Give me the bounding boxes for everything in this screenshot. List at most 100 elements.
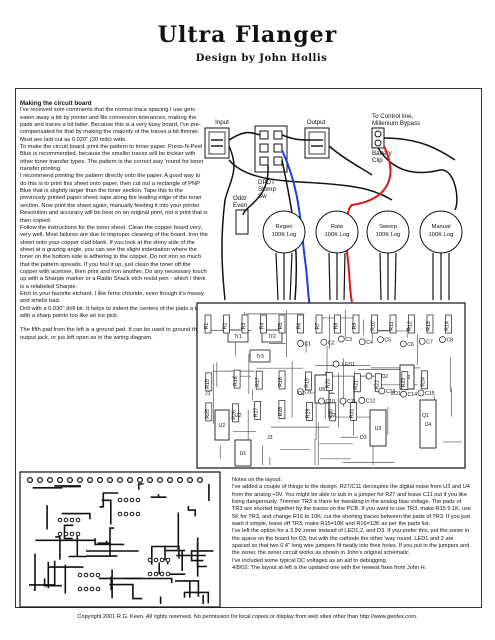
capacitor-label: C6 — [407, 342, 414, 348]
resistor — [254, 401, 262, 420]
resistor-label: R2 — [223, 323, 229, 330]
resistor — [278, 314, 286, 334]
capacitor — [296, 388, 304, 396]
pcb-trace — [190, 550, 214, 562]
transistor-label: Tr3 — [256, 354, 264, 360]
resistor-label: R5 — [278, 323, 284, 330]
capacitor-label: C5 — [384, 338, 391, 344]
resistor — [205, 372, 213, 392]
pot-leads — [275, 252, 450, 301]
pcb-pad — [117, 511, 123, 517]
pcb-pad — [57, 531, 63, 537]
pcb-pad — [46, 477, 53, 484]
misc-component-label: J3 — [267, 435, 273, 441]
pcb-trace — [183, 591, 210, 604]
pot-name: Sweep — [379, 224, 397, 230]
misc-component-label: J2 — [236, 413, 242, 419]
control-line-label: To Control line, — [372, 113, 414, 120]
input-label: Input — [215, 119, 229, 126]
instructions-paragraph: The fifth pad from the left is a ground … — [20, 327, 200, 341]
output-label: Output — [307, 119, 326, 126]
pot-value: 100K Log — [376, 232, 401, 238]
capacitor — [358, 397, 366, 404]
pcb-trace — [109, 527, 115, 557]
battery-label: Clip — [372, 157, 383, 164]
resistor — [241, 314, 249, 334]
resistor — [306, 402, 313, 421]
pcb-pad — [147, 557, 153, 563]
resistor — [260, 314, 267, 334]
page-title: Ultra Flanger — [157, 22, 338, 48]
resistor-label: R9 — [352, 323, 358, 330]
resistor-label: R21 — [353, 380, 359, 390]
pcb-pad — [153, 571, 159, 577]
transistor-label: Tr2 — [268, 334, 276, 340]
pcb-pad — [117, 497, 123, 503]
resistor — [278, 400, 286, 419]
capacitor-label: C7 — [426, 339, 433, 345]
pcb-pad — [36, 477, 43, 484]
pcb-traces — [27, 477, 214, 604]
capacitor-label: C1 — [305, 342, 312, 348]
resistor-label: R27 — [254, 408, 260, 418]
pcb-pad — [165, 557, 171, 563]
resistor-label: R25 — [205, 409, 211, 419]
resistor — [426, 314, 434, 334]
capacitor-label: C10 — [326, 399, 336, 405]
pcb-pad — [75, 531, 81, 537]
resistor — [350, 401, 358, 421]
pcb-pad — [86, 477, 93, 484]
resistor — [352, 314, 360, 334]
pcb-trace — [150, 494, 167, 498]
content-frame — [15, 88, 482, 608]
notes-heading: Notes on the layout: — [232, 477, 282, 483]
instructions-column: Making the circuit board I've received s… — [20, 100, 208, 342]
instructions-paragraph: I've received som comments that the norm… — [20, 107, 201, 143]
pcb-pad — [27, 477, 34, 484]
instructions-paragraph: Etch in your favorite etchant. I like fe… — [20, 290, 204, 305]
ic-chip — [369, 409, 387, 447]
board-parts: U1U2U3U4U5U6Tr1Tr2Tr3LED1LED2R1R2R3R4R5R… — [204, 314, 453, 467]
pcb-trace — [29, 560, 56, 586]
resistor-label: R17 — [255, 377, 261, 387]
bypass-label: Millenium Bypass — [372, 120, 420, 127]
pcb-pad — [83, 572, 89, 578]
misc-component-label: D3 — [360, 435, 367, 441]
capacitor-label: C3 — [345, 337, 352, 343]
pcb-trace — [175, 580, 200, 597]
resistor-label: R7 — [315, 323, 321, 330]
ic-chip-label: U3 — [375, 426, 382, 432]
resistor-label: R23 — [401, 378, 407, 388]
pcb-pad — [76, 477, 83, 484]
odd-even-label: Odd/ — [233, 195, 247, 202]
pcb-trace — [94, 538, 125, 546]
pcb-pad — [135, 497, 141, 503]
pcb-pad — [123, 511, 129, 517]
capacitor — [320, 338, 328, 346]
resistor — [374, 373, 382, 393]
resistor-label: R15 — [205, 379, 211, 389]
capacitor-label: C14 — [408, 392, 418, 398]
pcb-pad — [77, 572, 83, 578]
pcb-trace — [68, 533, 87, 558]
capacitor — [339, 397, 347, 405]
resistor — [445, 314, 452, 334]
ic-chip-label: U1 — [240, 451, 247, 457]
pot-value: 100K Log — [325, 232, 350, 238]
pcb-pad — [157, 477, 164, 484]
resistor-label: R31 — [350, 408, 356, 418]
resistor — [278, 370, 286, 390]
capacitor — [417, 389, 425, 397]
notes-paragraph: I've included some typical DC voltages a… — [232, 557, 388, 564]
pcb-pad — [177, 477, 184, 484]
capacitor-label: C9 — [304, 390, 311, 396]
resistor-label: R26 — [232, 410, 238, 420]
led — [332, 360, 340, 368]
transistor-label: Tr1 — [234, 334, 242, 340]
pcb-pad — [137, 477, 144, 484]
pcb-pad — [159, 571, 165, 577]
resistor — [326, 372, 333, 391]
copyright-footer: Copyright 2001 R.G. Keen. All rights res… — [77, 614, 418, 620]
pcb-trace — [99, 492, 119, 508]
